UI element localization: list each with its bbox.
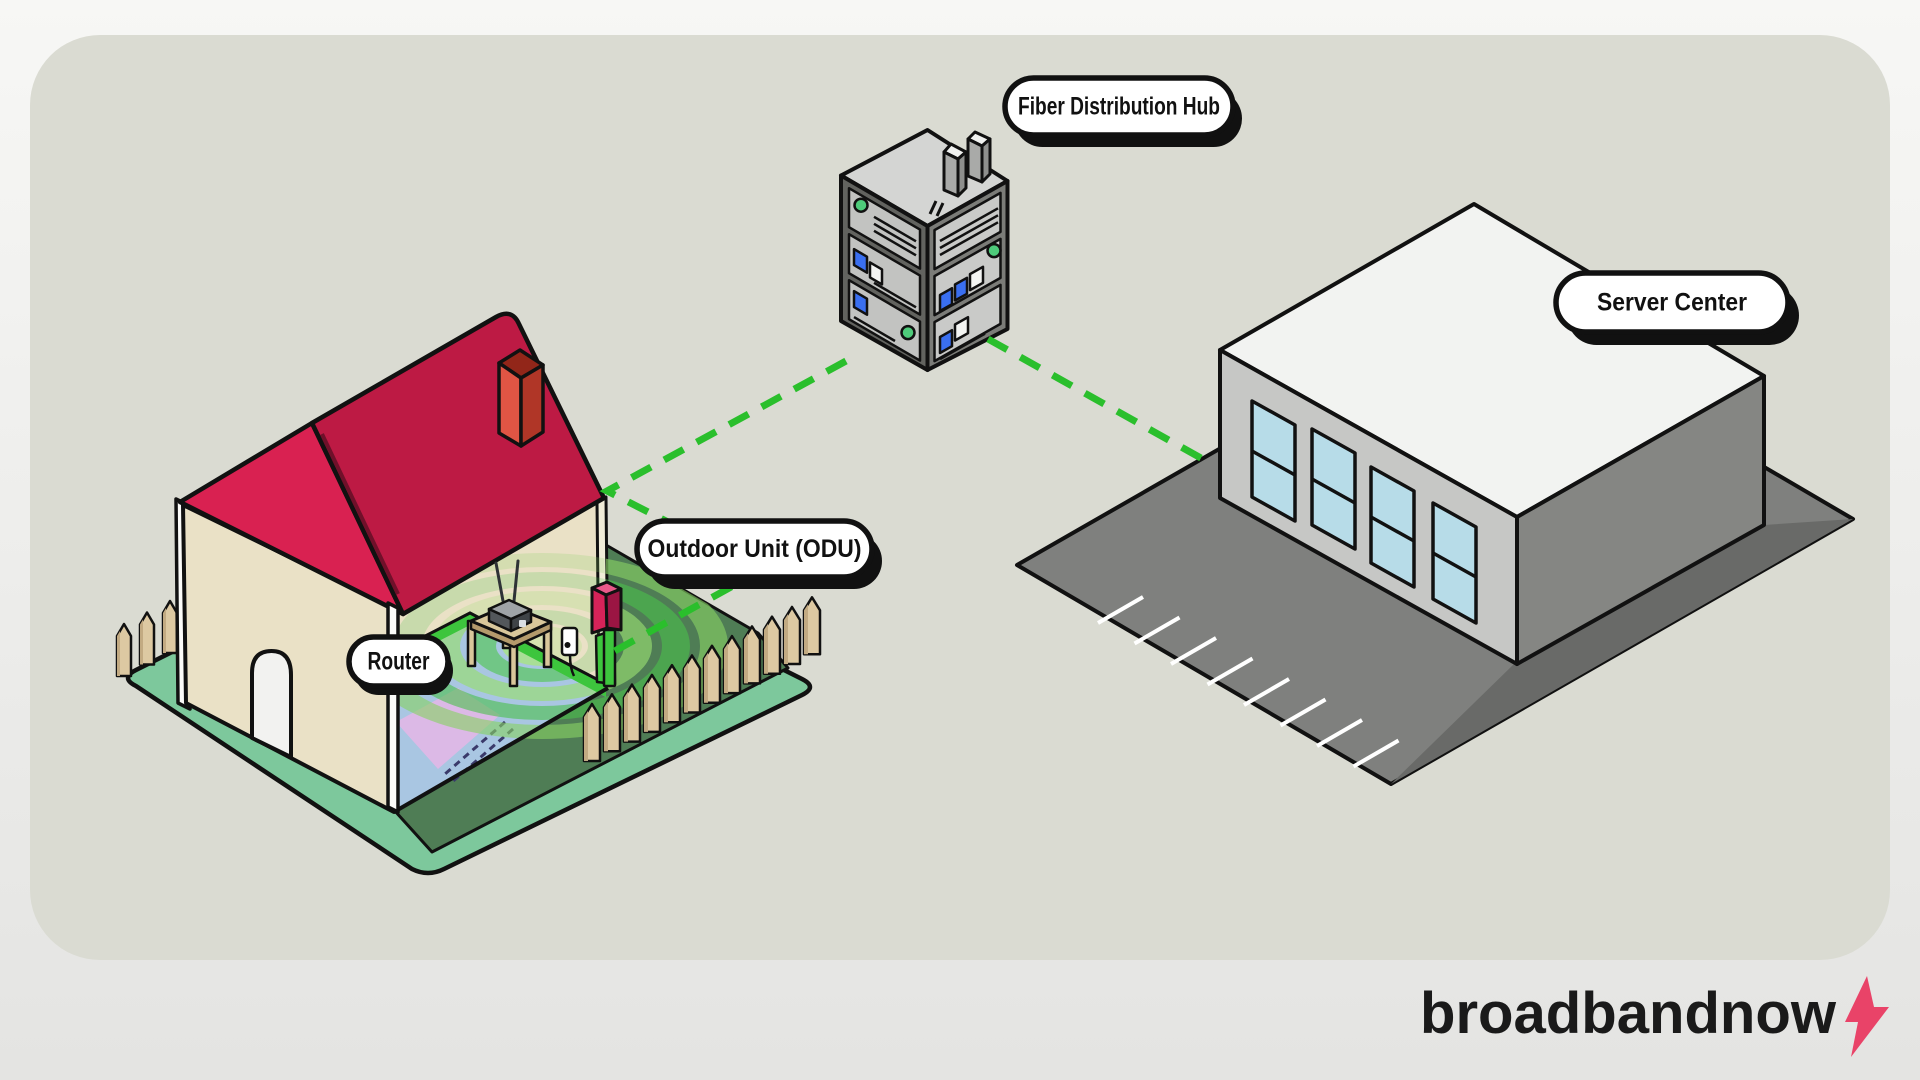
svg-text:Fiber Distribution Hub: Fiber Distribution Hub — [1018, 93, 1220, 121]
svg-text:Server Center: Server Center — [1597, 289, 1747, 317]
svg-text:Outdoor Unit (ODU): Outdoor Unit (ODU) — [648, 535, 862, 563]
svg-text:broadbandnow: broadbandnow — [1420, 981, 1837, 1046]
svg-text:Router: Router — [368, 648, 430, 676]
